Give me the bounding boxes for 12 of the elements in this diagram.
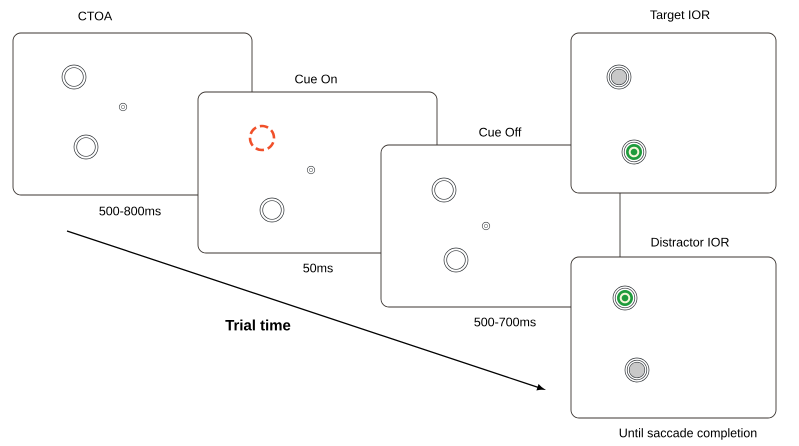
frame-title: Cue Off [479, 127, 522, 137]
duration-label: 50ms [303, 264, 333, 272]
frame-title: Distractor IOR [652, 237, 729, 247]
frame-title: Target IOR [650, 10, 710, 22]
screen-frame [570, 32, 776, 194]
duration-label: 500-800ms [99, 206, 161, 216]
duration-label: 500-700ms [474, 318, 536, 326]
frame-title: CTOA [78, 12, 112, 20]
screen-frame [570, 256, 776, 418]
duration-label: Until saccade completion [620, 428, 756, 440]
frame-title: Cue On [295, 74, 337, 84]
axis-label: Trial time [225, 320, 290, 330]
